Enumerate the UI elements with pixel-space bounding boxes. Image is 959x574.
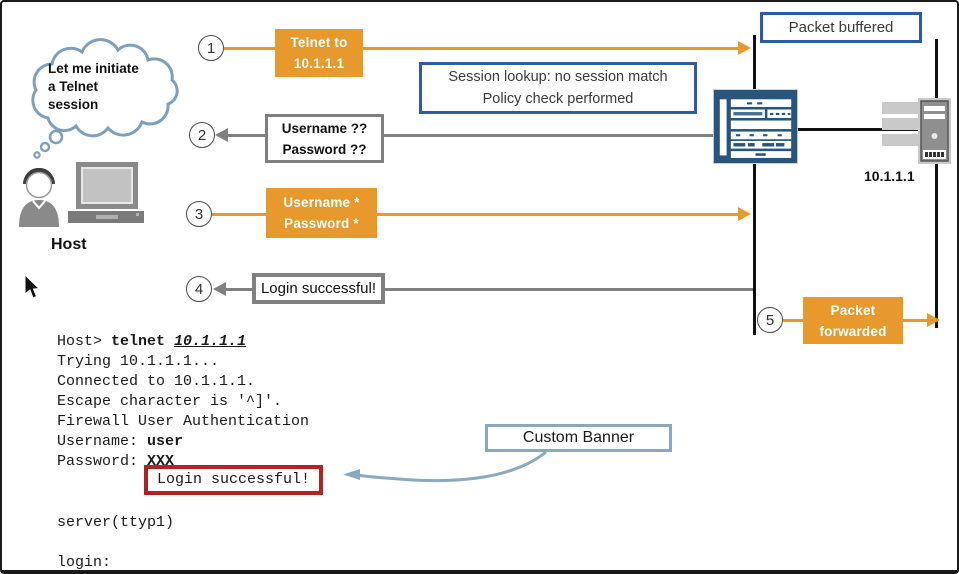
packet-buffered-box: Packet buffered <box>760 12 922 43</box>
bubble-text-line2: a Telnet <box>48 79 99 94</box>
terminal-line-telnet: Host> telnet 10.1.1.1 <box>57 333 247 350</box>
firewall-icon <box>713 89 798 164</box>
server-stack-bar <box>882 102 920 114</box>
thought-bubble: Let me initiate a Telnet session <box>26 38 191 163</box>
step4-label: Login successful! <box>260 280 377 297</box>
bubble-text-line1: Let me initiate <box>48 61 139 76</box>
session-lookup-line2: Policy check performed <box>482 91 634 107</box>
packet-buffered-label: Packet buffered <box>788 19 894 36</box>
person-icon <box>19 168 59 227</box>
step3-circle: 3 <box>186 201 212 227</box>
session-lookup-box: Session lookup: no session match Policy … <box>419 62 697 114</box>
host-label: Host <box>51 236 87 253</box>
step1-message-box: Telnet to 10.1.1.1 <box>275 29 363 77</box>
server-icon <box>918 98 951 164</box>
server-stack-bar <box>882 134 920 146</box>
step5-label-line2: forwarded <box>819 323 887 339</box>
terminal-line-login-prompt: login: <box>57 554 112 571</box>
step1-arrow-line <box>224 47 740 50</box>
step1-label-line1: Telnet to <box>290 35 348 50</box>
step5-number: 5 <box>765 311 775 329</box>
step2-label-line1: Username ?? <box>281 120 368 136</box>
session-lookup-line1: Session lookup: no session match <box>448 69 668 85</box>
login-successful-highlight-box: Login successful! <box>144 465 324 495</box>
cursor-icon <box>24 274 41 299</box>
step3-arrow-line <box>212 213 740 216</box>
step5-circle: 5 <box>757 307 783 333</box>
bubble-text-line3: session <box>48 97 99 112</box>
terminal-line-login-successful: Login successful! <box>157 471 311 488</box>
step1-circle: 1 <box>198 35 224 61</box>
terminal-line-auth: Firewall User Authentication <box>57 413 310 430</box>
step4-message-box: Login successful! <box>252 273 385 304</box>
terminal-line-username: Username: user <box>57 433 184 450</box>
server-label: 10.1.1.1 <box>864 168 915 184</box>
step4-circle: 4 <box>186 276 212 302</box>
step3-label-line1: Username * <box>283 195 360 210</box>
custom-banner-label: Custom Banner <box>522 429 635 446</box>
terminal-line-server-prompt: server(ttyp1) <box>57 514 175 531</box>
custom-banner-box: Custom Banner <box>485 424 672 452</box>
step1-label-line2: 10.1.1.1 <box>293 56 345 71</box>
step3-label-line2: Password * <box>284 216 359 231</box>
step1-arrowhead <box>738 41 751 55</box>
step2-arrowhead <box>215 128 228 142</box>
server-stack-bar <box>882 118 920 130</box>
computer-icon <box>68 162 144 223</box>
firewall-timeline <box>753 35 756 335</box>
step4-arrowhead <box>213 282 226 296</box>
terminal-line-trying: Trying 10.1.1.1... <box>57 353 220 370</box>
firewall-server-link <box>798 128 920 131</box>
custom-banner-arrow <box>343 450 547 483</box>
step2-label-line2: Password ?? <box>282 141 367 157</box>
thought-bubble-cloud-icon <box>31 38 179 159</box>
step2-arrow-line <box>226 134 714 137</box>
step2-message-box: Username ?? Password ?? <box>265 114 384 163</box>
step1-number: 1 <box>206 39 216 57</box>
step3-arrowhead <box>738 207 751 221</box>
server-timeline <box>935 39 938 328</box>
step5-label-line1: Packet <box>830 302 876 318</box>
terminal-line-escape: Escape character is '^]'. <box>57 393 283 410</box>
step2-circle: 2 <box>189 122 215 148</box>
terminal-output: Host> telnet 10.1.1.1 Trying 10.1.1.1...… <box>57 333 577 570</box>
step3-message-box: Username * Password * <box>266 188 377 238</box>
step4-number: 4 <box>194 280 204 298</box>
step3-number: 3 <box>194 205 204 223</box>
terminal-line-connected: Connected to 10.1.1.1. <box>57 373 256 390</box>
step2-number: 2 <box>197 126 207 144</box>
step4-arrow-line <box>224 288 753 291</box>
step5-message-box: Packet forwarded <box>803 297 903 344</box>
step5-arrowhead <box>927 313 940 327</box>
